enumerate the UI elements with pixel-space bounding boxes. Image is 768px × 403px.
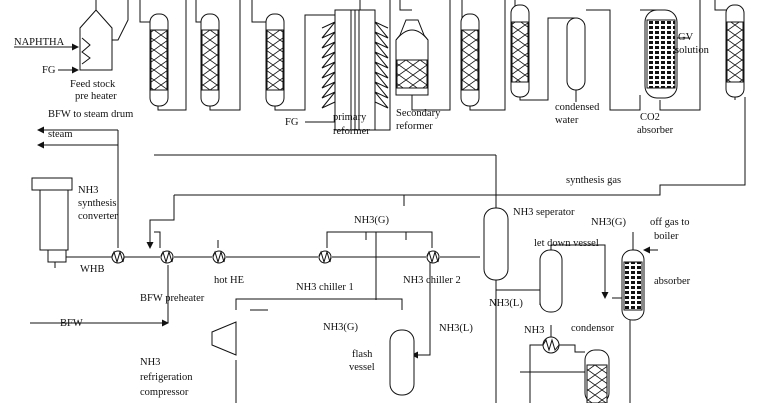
label-nh3g-right: NH3(G) — [591, 217, 626, 228]
label-primary-reformer-2: reformer — [333, 126, 370, 137]
packed-column-2 — [200, 13, 220, 107]
label-fg-1: FG — [42, 65, 56, 76]
label-hot-he: hot HE — [214, 275, 244, 286]
label-bfw-to-steam-drum: BFW to steam drum — [48, 109, 133, 120]
label-co2-absorber-2: absorber — [637, 125, 674, 136]
label-flash-vessel-2: vessel — [349, 362, 375, 373]
label-condensor: condensor — [571, 323, 615, 334]
label-nh3l-right: NH3(L) — [439, 323, 473, 334]
label-secondary-reformer-1: Secondary — [396, 108, 441, 119]
packed-column-3 — [265, 13, 285, 107]
nh3-refrigeration-compressor — [211, 321, 237, 356]
label-compressor-3: compressor — [140, 387, 189, 398]
co2-absorber — [644, 9, 678, 99]
let-down-vessel — [539, 244, 609, 313]
label-gv-solution-2: solution — [675, 45, 710, 56]
top-section-piping — [14, 0, 736, 131]
synthesis-piping — [30, 97, 746, 403]
label-nh3g-mid: NH3(G) — [323, 322, 358, 333]
label-nh3-separator: NH3 seperator — [513, 207, 575, 218]
packed-column-6 — [725, 4, 745, 98]
label-steam: steam — [48, 129, 73, 140]
absorber-column — [612, 232, 658, 321]
label-off-gas-1: off gas to — [650, 217, 689, 228]
flash-vessel — [389, 329, 415, 396]
label-fg-2: FG — [285, 117, 299, 128]
label-gv-solution-1: GV — [678, 32, 694, 43]
label-nh3g-top: NH3(G) — [354, 215, 389, 226]
label-feed-preheater-2: pre heater — [75, 91, 117, 102]
label-nh3l-mid: NH3(L) — [489, 298, 523, 309]
hot-he-exchanger — [212, 250, 226, 264]
label-compressor-2: refrigeration — [140, 372, 193, 383]
primary-reformer — [321, 9, 389, 131]
bottom-column — [520, 320, 631, 403]
label-synthesis-gas: synthesis gas — [566, 175, 621, 186]
label-let-down-vessel: let down vessel — [534, 238, 599, 249]
label-secondary-reformer-2: reformer — [396, 121, 433, 132]
label-absorber: absorber — [654, 276, 691, 287]
whb-exchanger — [111, 250, 125, 264]
label-flash-vessel-1: flash — [352, 349, 373, 360]
bfw-preheater-exchanger — [160, 250, 174, 264]
packed-column-5 — [510, 4, 530, 98]
label-converter-1: NH3 — [78, 185, 98, 196]
label-bfw-preheater: BFW preheater — [140, 293, 205, 304]
nh3-separator — [483, 207, 509, 281]
label-nh3-bottom: NH3 — [524, 325, 544, 336]
label-nh3-chiller-2: NH3 chiller 2 — [403, 275, 461, 286]
label-co2-absorber-1: CO2 — [640, 112, 660, 123]
label-converter-3: converter — [78, 211, 118, 222]
nh3-chiller-1-exchanger — [318, 250, 332, 264]
label-whb: WHB — [80, 264, 105, 275]
packed-column-4 — [460, 13, 480, 107]
condensate-separator — [566, 17, 586, 91]
label-bfw: BFW — [60, 318, 83, 329]
feed-preheater — [79, 0, 113, 71]
label-compressor-1: NH3 — [140, 357, 160, 368]
label-condensed-water-1: condensed — [555, 102, 600, 113]
nh3-synthesis-converter — [31, 177, 73, 268]
label-off-gas-2: boiler — [654, 231, 679, 242]
packed-column-1 — [149, 13, 169, 107]
label-feed-preheater-1: Feed stock — [70, 79, 116, 90]
nh3-chiller-2-exchanger — [426, 250, 440, 264]
label-nh3-chiller-1: NH3 chiller 1 — [296, 282, 354, 293]
secondary-reformer — [395, 19, 429, 96]
condensor — [529, 325, 585, 403]
label-converter-2: synthesis — [78, 198, 117, 209]
label-naphtha: NAPHTHA — [14, 37, 65, 48]
label-condensed-water-2: water — [555, 115, 579, 126]
label-primary-reformer-1: primary — [333, 112, 367, 123]
